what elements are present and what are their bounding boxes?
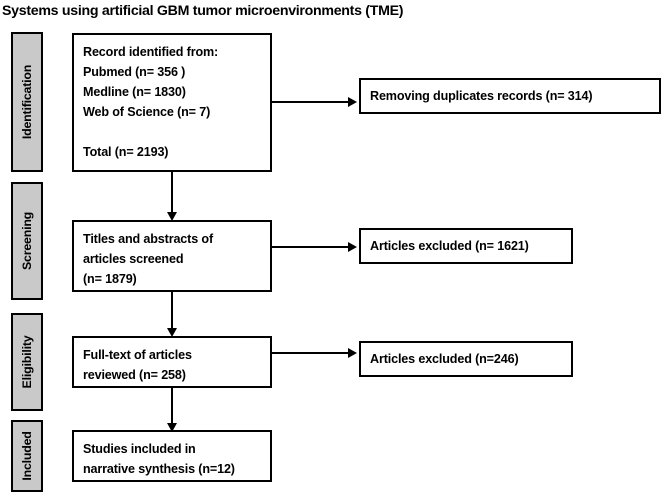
- connector-fulltext-to-excluded: [272, 352, 348, 354]
- box-records-identified: Record identified from: Pubmed (n= 356 )…: [72, 33, 272, 172]
- arrowhead-screened-to-excluded: [348, 242, 357, 252]
- box-duplicates-removed: Removing duplicates records (n= 314): [359, 78, 661, 114]
- stage-label-included: Included: [20, 431, 34, 481]
- stage-box-screening: Screening: [11, 182, 43, 300]
- box-articles-excluded-eligibility: Articles excluded (n=246): [359, 341, 573, 377]
- box-fulltext-reviewed-text: Full-text of articles reviewed (n= 258): [83, 348, 192, 382]
- box-fulltext-reviewed: Full-text of articles reviewed (n= 258): [72, 336, 272, 388]
- connector-fulltext-to-included: [171, 388, 173, 427]
- stage-label-identification: Identification: [20, 64, 34, 140]
- box-duplicates-removed-text: Removing duplicates records (n= 314): [370, 89, 593, 103]
- stage-box-eligibility: Eligibility: [11, 313, 43, 411]
- stage-box-included: Included: [11, 420, 43, 492]
- stage-label-screening: Screening: [20, 211, 34, 271]
- box-titles-abstracts-screened: Titles and abstracts of articles screene…: [72, 220, 272, 292]
- box-articles-excluded-eligibility-text: Articles excluded (n=246): [370, 352, 519, 366]
- connector-identified-to-screened: [171, 172, 173, 216]
- arrowhead-identified-to-screened: [167, 212, 177, 221]
- box-studies-included-text: Studies included in narrative synthesis …: [83, 442, 235, 476]
- box-studies-included: Studies included in narrative synthesis …: [72, 430, 272, 482]
- box-articles-excluded-screening-text: Articles excluded (n= 1621): [370, 239, 529, 253]
- connector-identified-to-duplicates: [272, 101, 348, 103]
- connector-screened-to-fulltext: [171, 292, 173, 332]
- box-articles-excluded-screening: Articles excluded (n= 1621): [359, 228, 573, 264]
- arrowhead-identified-to-duplicates: [348, 97, 357, 107]
- page-title: Systems using artificial GBM tumor micro…: [2, 3, 404, 19]
- box-records-identified-text: Record identified from: Pubmed (n= 356 )…: [83, 45, 219, 159]
- stage-label-eligibility: Eligibility: [20, 335, 34, 389]
- box-titles-abstracts-screened-text: Titles and abstracts of articles screene…: [83, 232, 213, 286]
- arrowhead-fulltext-to-excluded: [348, 348, 357, 358]
- stage-box-identification: Identification: [11, 32, 43, 172]
- arrowhead-screened-to-fulltext: [167, 328, 177, 337]
- arrowhead-fulltext-to-included: [167, 423, 177, 432]
- connector-screened-to-excluded: [272, 246, 348, 248]
